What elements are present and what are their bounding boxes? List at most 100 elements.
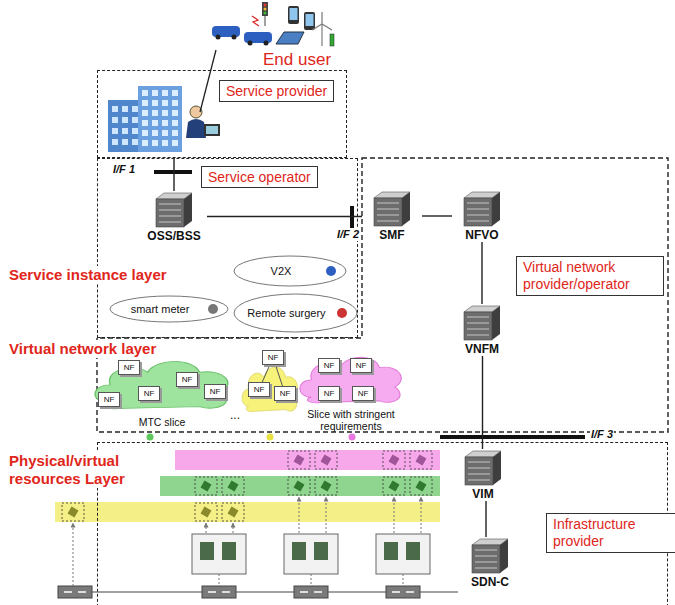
phone-screen bbox=[290, 8, 298, 20]
chip-icon bbox=[294, 481, 305, 492]
server-side bbox=[492, 306, 500, 340]
node-label: VIM bbox=[453, 487, 513, 501]
building-window bbox=[172, 110, 178, 116]
car-wheel bbox=[232, 35, 237, 40]
server-front bbox=[464, 312, 492, 340]
node-label: VNFM bbox=[452, 342, 512, 356]
server-icon bbox=[464, 192, 500, 226]
node-label: NFVO bbox=[452, 228, 512, 242]
building-window bbox=[142, 120, 148, 126]
server-icon bbox=[464, 306, 500, 340]
chip-icon bbox=[200, 542, 214, 560]
server-side bbox=[402, 192, 410, 226]
node-label: NF bbox=[139, 387, 159, 400]
network-function-box: NF bbox=[248, 382, 270, 397]
network-function-box: NF bbox=[118, 360, 140, 375]
person-body bbox=[186, 119, 206, 138]
node-label: smart meter bbox=[131, 303, 190, 315]
node-label: NF bbox=[177, 373, 197, 386]
role-box: Virtual network provider/operator bbox=[516, 256, 664, 296]
chip-icon bbox=[228, 507, 239, 518]
network-function-box: NF bbox=[262, 350, 284, 365]
resource-slot bbox=[222, 477, 244, 495]
service-ellipse: smart meter bbox=[109, 295, 229, 323]
building-window bbox=[172, 90, 178, 96]
building-window bbox=[112, 139, 118, 145]
switch-icon bbox=[386, 586, 420, 598]
chip-icon bbox=[228, 481, 239, 492]
node-label: NF bbox=[99, 393, 119, 406]
resource-slot bbox=[195, 503, 217, 521]
server-front bbox=[465, 457, 493, 485]
physical-server bbox=[376, 534, 430, 574]
network-function-box: NF bbox=[318, 386, 340, 401]
server-graphic bbox=[453, 449, 513, 487]
dotted-link bbox=[311, 574, 312, 586]
building-window bbox=[162, 90, 168, 96]
building-window bbox=[122, 106, 128, 112]
physical-server bbox=[284, 534, 338, 574]
interface-bar bbox=[440, 435, 585, 439]
server-slot bbox=[467, 334, 489, 335]
server-side bbox=[184, 193, 192, 227]
provider-region: VIMSDN-CInfrastructure provider bbox=[97, 442, 668, 605]
server-side bbox=[492, 192, 500, 226]
chip-icon bbox=[389, 455, 400, 466]
traffic-light bbox=[262, 2, 268, 16]
server-graphic bbox=[362, 190, 422, 228]
layer-label: Physical/virtual resources Layer bbox=[8, 452, 150, 488]
layer-label: Service instance layer bbox=[8, 266, 168, 284]
server-slot bbox=[467, 316, 489, 317]
resource-slot bbox=[410, 451, 432, 469]
building-window bbox=[152, 140, 158, 146]
chip-icon bbox=[201, 481, 212, 492]
service-icon bbox=[326, 266, 336, 276]
node-label: NF bbox=[351, 359, 371, 372]
building-window bbox=[142, 110, 148, 116]
slice-dot bbox=[349, 434, 356, 441]
ellipse-outline bbox=[234, 294, 357, 332]
resource-slot bbox=[62, 503, 84, 521]
layer-label: ... bbox=[229, 408, 241, 422]
building-window bbox=[142, 90, 148, 96]
interface-line bbox=[207, 216, 362, 217]
dotted-link bbox=[403, 574, 404, 586]
server-slot bbox=[467, 202, 489, 203]
building-window bbox=[172, 100, 178, 106]
building-window bbox=[132, 128, 138, 134]
server-slot bbox=[467, 322, 489, 323]
building-window bbox=[172, 130, 178, 136]
building-window bbox=[122, 117, 128, 123]
node-label: NF bbox=[119, 361, 139, 374]
server-icon bbox=[465, 451, 501, 485]
dotted-arrow bbox=[206, 523, 207, 533]
monitor-screen bbox=[206, 126, 218, 134]
interface-label: I/F 2 bbox=[336, 228, 360, 241]
slice-dot bbox=[267, 434, 274, 441]
role-label: Virtual network provider/operator bbox=[523, 259, 657, 293]
chip-icon bbox=[292, 542, 306, 560]
chip-icon bbox=[416, 455, 427, 466]
server-front bbox=[156, 199, 184, 227]
building-window bbox=[162, 100, 168, 106]
building-illustration bbox=[108, 50, 220, 152]
building-window bbox=[152, 90, 158, 96]
building-window bbox=[152, 110, 158, 116]
node-label: SDN-C bbox=[459, 575, 521, 589]
dotted-arrow bbox=[233, 523, 234, 533]
resource-band bbox=[175, 450, 440, 470]
server-slot bbox=[377, 202, 399, 203]
switch-icon bbox=[202, 586, 236, 598]
building-window bbox=[142, 100, 148, 106]
server-node: OSS/BSS bbox=[141, 191, 207, 243]
interface-line bbox=[485, 501, 486, 537]
interface-line bbox=[482, 356, 483, 449]
slice-cloud: NFNFNFNFNFMTC slice bbox=[90, 356, 234, 428]
resource-slot bbox=[315, 477, 337, 495]
node-label: V2X bbox=[271, 265, 292, 277]
server-side bbox=[493, 451, 501, 485]
chip-icon bbox=[389, 481, 400, 492]
node-label: NF bbox=[249, 383, 269, 396]
server-slot bbox=[159, 203, 181, 204]
resource-slot bbox=[383, 451, 405, 469]
